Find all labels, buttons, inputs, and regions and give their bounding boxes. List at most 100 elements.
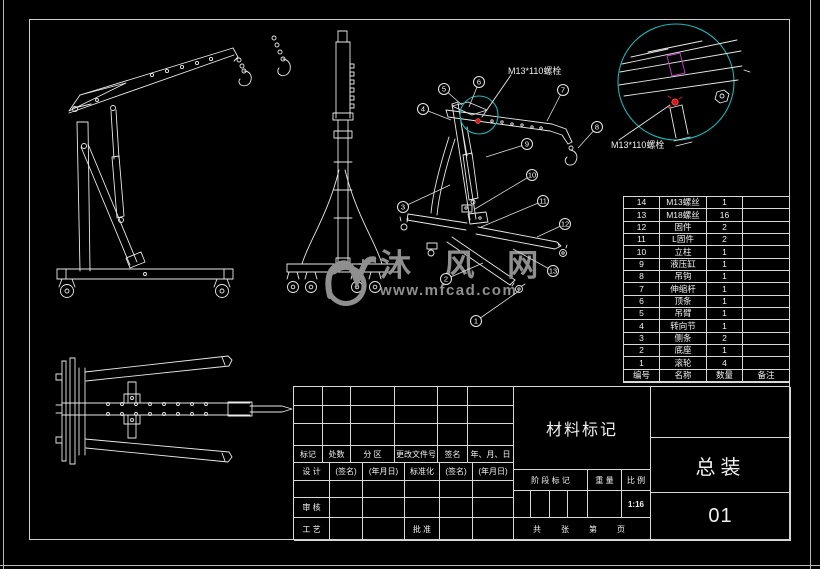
bom-cell: 1: [707, 258, 743, 271]
stage-mark-cell: [568, 491, 588, 518]
balloon-leader: [402, 184, 451, 208]
bom-cell: [743, 271, 789, 284]
bom-cell: [743, 357, 789, 370]
watermark-url: www.mfcad.com: [380, 282, 518, 299]
weight-value-cell: [588, 491, 622, 518]
balloon-number: 6: [477, 78, 481, 87]
bom-cell: [743, 209, 789, 222]
empty-cell: [438, 406, 468, 424]
balloon-circle: [440, 273, 452, 285]
bom-cell: 16: [707, 209, 743, 222]
sign-col-label: (签名): [330, 463, 363, 481]
bom-cell: [743, 320, 789, 333]
bolt-main-leader: [481, 74, 512, 118]
bom-cell: [743, 333, 789, 345]
bom-cell: 8: [624, 270, 660, 284]
bom-cell: 4: [624, 320, 660, 333]
bom-cell: 14: [624, 197, 660, 210]
revision-col-label: 标记: [294, 446, 323, 463]
bom-cell: 9: [624, 258, 660, 271]
stage-mark-cell: [531, 491, 550, 518]
bom-cell: [743, 234, 789, 247]
bom-cell: 1: [707, 344, 743, 358]
approve-label: 批 准: [405, 518, 440, 541]
balloon-number: 9: [525, 140, 529, 149]
empty-cell: [395, 387, 438, 406]
bom-cell: 液压缸: [660, 258, 707, 271]
empty-cell: [351, 406, 395, 424]
bom-cell: 1: [707, 197, 743, 210]
detail-view-circle: [617, 23, 735, 141]
weight-label: 重 量: [588, 470, 622, 491]
balloon-leader: [480, 200, 544, 228]
empty-cell: [294, 406, 323, 424]
revision-grid: 标记 处数 分 区 更改文件号 签名 年、月、日: [294, 387, 514, 463]
empty-cell: [323, 424, 351, 446]
balloon-circle: [473, 76, 485, 88]
balloon-number: 1: [474, 317, 478, 326]
empty-cell: [323, 406, 351, 424]
watermark-logo: [325, 256, 376, 306]
balloon-number: 8: [595, 123, 599, 132]
empty-cell: [473, 498, 514, 518]
bom-cell: 2: [707, 233, 743, 247]
empty-cell: [473, 481, 514, 498]
bom-cell: 侧条: [660, 332, 707, 345]
craft-label: 工 艺: [294, 518, 330, 541]
bom-cell: [743, 246, 789, 259]
bom-header-cell: 数量: [707, 369, 743, 382]
bom-cell: 转向节: [660, 320, 707, 333]
empty-cell: [468, 387, 514, 406]
empty-cell: [438, 387, 468, 406]
balloon-leader: [475, 290, 520, 322]
highlighted-part: [666, 52, 686, 77]
bom-cell: 顶条: [660, 295, 707, 308]
empty-cell: [363, 481, 405, 498]
empty-cell: [473, 518, 514, 541]
empty-cell: [351, 424, 395, 446]
empty-cell: [330, 518, 363, 541]
balloon-leader: [445, 262, 484, 280]
outer-border-bottom: [0, 565, 820, 566]
balloon-number: 3: [401, 203, 405, 212]
bom-cell: 伸缩杆: [660, 283, 707, 296]
empty-cell: [294, 424, 323, 446]
bom-cell: 2: [707, 221, 743, 234]
bom-cell: 2: [707, 332, 743, 345]
bom-header-cell: 编号: [624, 369, 660, 382]
highlighted-bolt: [671, 98, 679, 106]
audit-label: 审 核: [294, 498, 330, 518]
bolt-detail-leader: [618, 104, 671, 141]
revision-col-label: 处数: [323, 446, 351, 463]
view-side: [56, 47, 252, 298]
scale-value: 1:16: [622, 491, 651, 518]
stage-mark-cell: [550, 491, 568, 518]
sign-col-label: 设 计: [294, 463, 330, 481]
view-detail: [617, 23, 751, 147]
bom-cell: 1: [707, 246, 743, 259]
empty-cell: [363, 518, 405, 541]
empty-cell: [440, 481, 473, 498]
stage-mark-label: 阶 段 标 记: [514, 470, 588, 491]
empty-cell: [294, 387, 323, 406]
balloon-circle: [521, 138, 533, 150]
bom-cell: M18螺丝: [660, 209, 707, 222]
bom-cell: 5: [624, 307, 660, 321]
balloon-circle: [547, 265, 559, 277]
bom-cell: 3: [624, 332, 660, 345]
balloon-circle: [559, 218, 571, 230]
balloon-leader: [485, 143, 528, 158]
bom-cell: [743, 259, 789, 271]
balloon-circle: [537, 195, 549, 207]
balloon-number: 10: [528, 171, 536, 180]
drawing-name: 总装: [651, 438, 791, 493]
sign-col-label: (年月日): [473, 463, 514, 481]
material-mark-cell: 材料标记: [514, 387, 651, 470]
balloon-circle: [417, 103, 429, 115]
bom-cell: [743, 345, 789, 358]
view-plan: [55, 355, 293, 465]
